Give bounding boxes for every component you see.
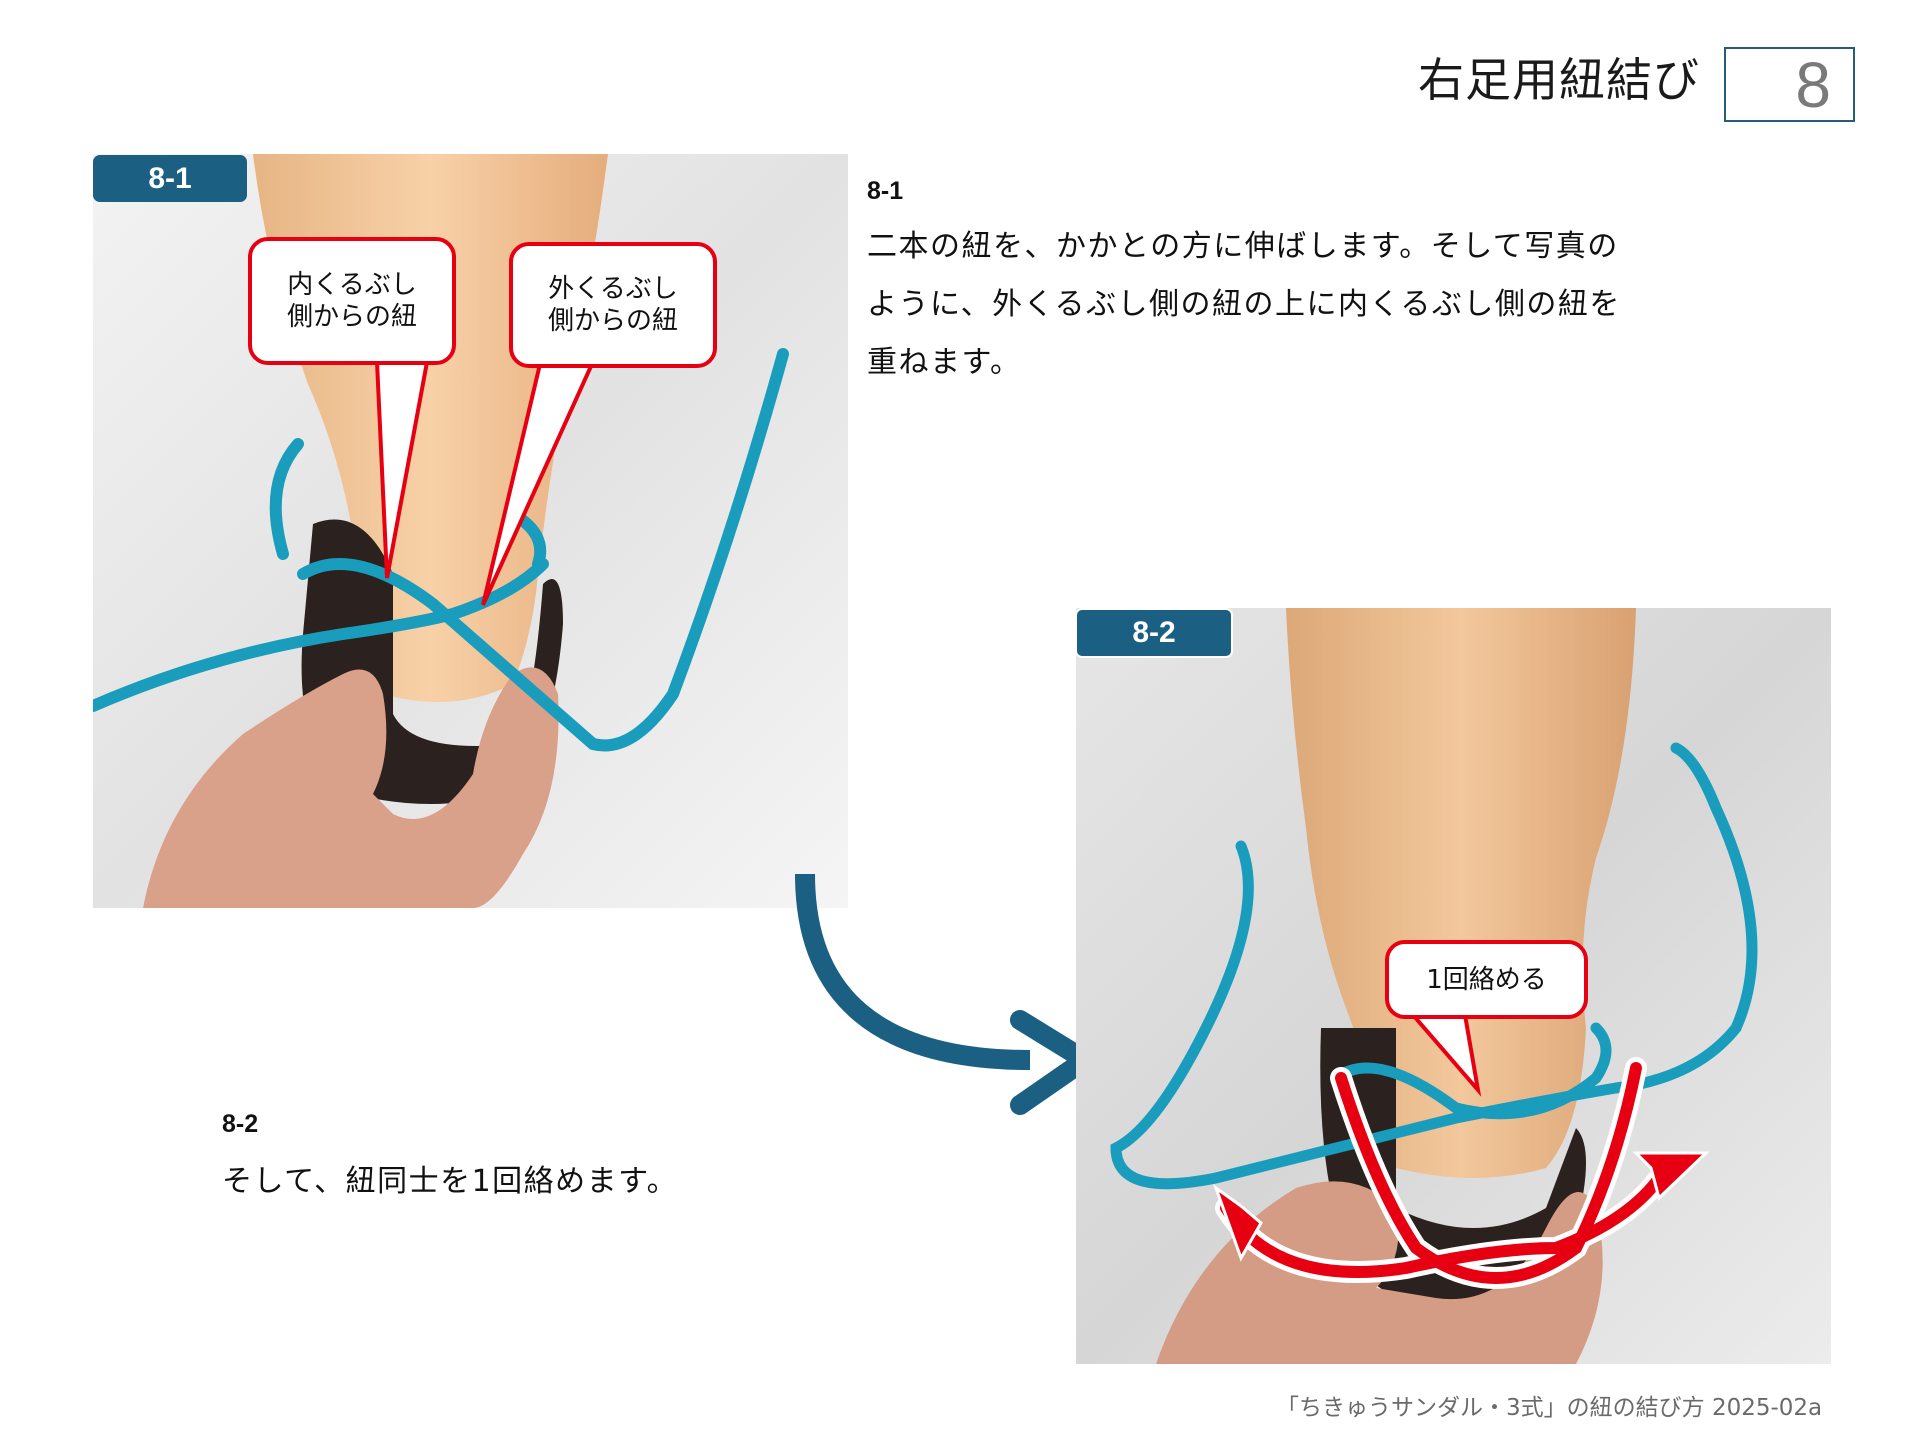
step-8-1-line-2: ように、外くるぶし側の紐の上に内くるぶし側の紐を — [867, 287, 1621, 322]
callout-inner-ankle-cord: 内くるぶし 側からの紐 — [248, 237, 456, 365]
step-heading-8-2: 8-2 — [222, 1110, 259, 1138]
step-body-8-2: そして、紐同士を1回絡めます。 — [222, 1153, 678, 1211]
ankle-mannequin-illustration — [93, 154, 848, 908]
step-heading-8-1: 8-1 — [867, 177, 904, 205]
footer-document-title: 「ちきゅうサンダル・3式」の紐の結び方 2025-02a — [1276, 1395, 1823, 1421]
callout-entwine-once-text: 1回絡める — [1426, 964, 1547, 995]
step-8-2-line-1: そして、紐同士を1回絡めます。 — [222, 1164, 679, 1199]
page-number: 8 — [1795, 49, 1831, 121]
callout-outer-ankle-cord: 外くるぶし 側からの紐 — [509, 242, 717, 368]
photo-step-8-1 — [93, 154, 848, 908]
step-8-1-line-3: 重ねます。 — [867, 345, 1022, 380]
step-badge-8-2: 8-2 — [1075, 608, 1233, 658]
callout-inner-ankle-text: 内くるぶし 側からの紐 — [286, 270, 417, 332]
step-body-8-1: 二本の紐を、かかとの方に伸ばします。そして写真の ように、外くるぶし側の紐の上に… — [867, 218, 1621, 392]
callout-entwine-once: 1回絡める — [1385, 940, 1588, 1019]
step-badge-8-1: 8-1 — [93, 155, 247, 202]
callout-outer-ankle-text: 外くるぶし 側からの紐 — [547, 274, 678, 336]
curved-arrow-icon — [795, 873, 1095, 1115]
page-number-box: 8 — [1724, 47, 1855, 122]
page-title: 右足用紐結び — [1418, 53, 1700, 107]
step-8-1-line-1: 二本の紐を、かかとの方に伸ばします。そして写真の — [867, 229, 1619, 264]
